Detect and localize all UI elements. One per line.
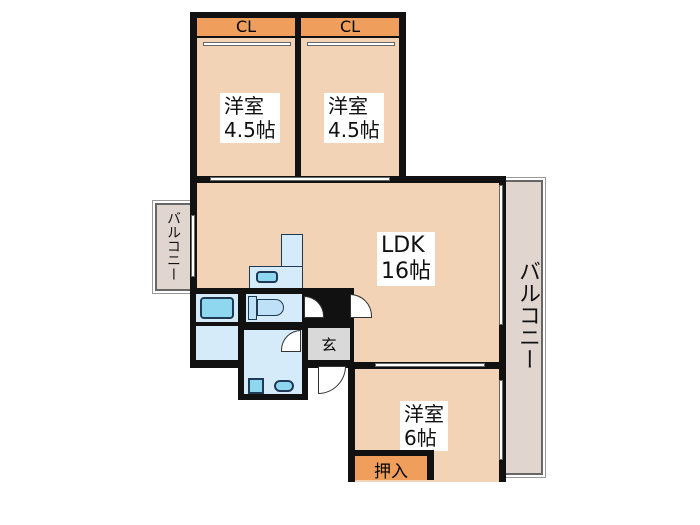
ldk-size: 16帖 xyxy=(381,259,431,284)
bedroom-2-size: 4.5帖 xyxy=(328,118,380,142)
closet-1-label: CL xyxy=(235,17,257,36)
ldk-name: LDK xyxy=(381,233,425,258)
bathtub-icon xyxy=(200,297,234,319)
bedroom-1-name: 洋室 xyxy=(224,94,264,118)
bedroom-3-size: 6帖 xyxy=(404,426,437,450)
ldk-right-window xyxy=(499,185,503,325)
basin-icon xyxy=(274,380,294,392)
closet-1-door xyxy=(203,42,291,46)
entrance: 玄 xyxy=(308,328,350,360)
bedroom-3-label: 洋室 6帖 xyxy=(400,401,448,451)
washer-icon xyxy=(248,378,264,394)
oshiire: 押入 xyxy=(355,456,427,482)
balcony-right-label: バルコニー xyxy=(515,260,540,370)
bedroom-3-window xyxy=(499,380,503,460)
bedroom-3-door xyxy=(375,363,485,367)
balcony-left: バルコニー xyxy=(152,200,196,294)
closet-2-label: CL xyxy=(339,17,361,36)
bedroom-1-label: 洋室 4.5帖 xyxy=(220,93,280,143)
kitchen-sink-icon xyxy=(256,271,278,283)
bedroom-2-name: 洋室 xyxy=(328,94,368,118)
toilet-tank-icon xyxy=(248,296,257,320)
balcony-left-label: バルコニー xyxy=(165,211,181,281)
closet-1: CL xyxy=(197,18,295,36)
closet-2: CL xyxy=(301,18,399,36)
washroom xyxy=(196,326,238,360)
front-door xyxy=(318,366,346,394)
closet-2-door xyxy=(307,42,395,46)
bedroom-doors xyxy=(210,177,390,181)
bedroom-3-name: 洋室 xyxy=(404,402,444,426)
bedroom-1-size: 4.5帖 xyxy=(224,118,276,142)
toilet-bowl-icon xyxy=(257,299,284,316)
balcony-right: バルコニー xyxy=(500,177,546,478)
bedroom-2-label: 洋室 4.5帖 xyxy=(324,93,384,143)
ldk-label: LDK 16帖 xyxy=(377,232,435,286)
oshiire-label: 押入 xyxy=(374,462,408,482)
ldk-left-window xyxy=(191,215,195,277)
entrance-label: 玄 xyxy=(321,336,337,354)
